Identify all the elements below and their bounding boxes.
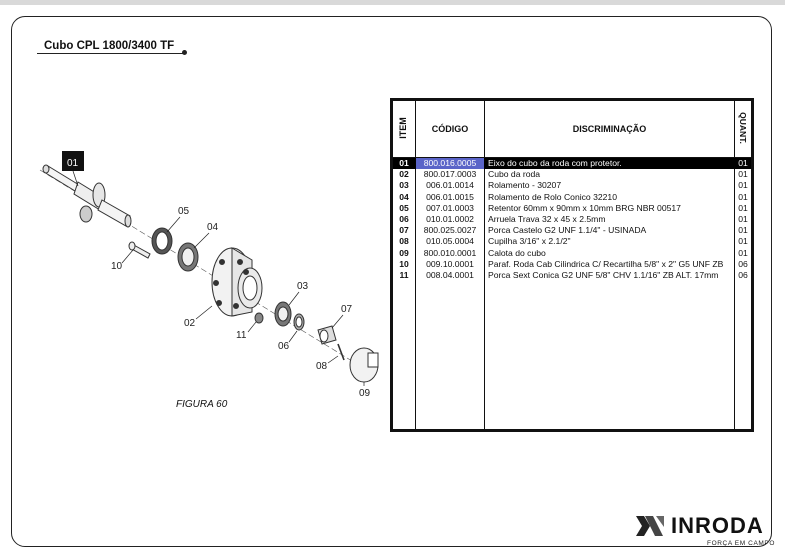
row-item: 05 bbox=[399, 202, 409, 213]
row-quantity: 01 bbox=[738, 236, 748, 247]
row-item: 09 bbox=[399, 247, 409, 258]
washer-part bbox=[293, 313, 305, 331]
brand-mark-icon bbox=[636, 516, 664, 536]
hub-part bbox=[211, 247, 263, 317]
row-description: Retentor 60mm x 90mm x 10mm BRG NBR 0051… bbox=[488, 202, 681, 213]
row-quantity: 01 bbox=[738, 169, 748, 180]
title-dot bbox=[182, 50, 187, 55]
brand-logo: INRODA FORÇA EM CAMPO bbox=[635, 513, 785, 553]
table-row[interactable]: 01 800.016.0005 Eixo do cubo da roda com p… bbox=[393, 158, 751, 170]
col-divider bbox=[734, 157, 735, 432]
row-codigo: 800.016.0005 bbox=[416, 158, 484, 169]
row-description: Cubo da roda bbox=[488, 169, 541, 180]
row-item: 11 bbox=[399, 269, 409, 280]
row-codigo: 006.01.0015 bbox=[426, 191, 474, 202]
row-description: Paraf. Roda Cab Cilindrica C/ Recartilha… bbox=[488, 258, 724, 269]
table-row[interactable]: 08 010.05.0004 Cupilha 3/16" x 2.1/2" 01 bbox=[393, 236, 751, 247]
table-row[interactable]: 11 008.04.0001 Porca Sext Conica G2 UNF 5/… bbox=[393, 270, 751, 281]
row-quantity: 01 bbox=[738, 225, 748, 236]
row-item: 06 bbox=[399, 213, 409, 224]
row-description: Rolamento de Rolo Conico 32210 bbox=[488, 191, 617, 202]
row-item: 10 bbox=[399, 258, 409, 269]
axle-part bbox=[42, 164, 132, 228]
callout-04: 04 bbox=[207, 222, 219, 233]
row-item: 01 bbox=[399, 158, 409, 168]
table-row[interactable]: 02 800.017.0003 Cubo da roda 01 bbox=[393, 169, 751, 180]
parts-table: ITEM CÓDIGO DISCRIMINAÇÃO QUANT. 01 800.0… bbox=[390, 98, 754, 432]
row-item: 07 bbox=[399, 225, 409, 236]
row-item: 04 bbox=[399, 191, 409, 202]
row-quantity: 01 bbox=[738, 202, 748, 213]
callout-08: 08 bbox=[316, 361, 328, 372]
row-quantity: 06 bbox=[738, 269, 748, 280]
row-quantity: 01 bbox=[738, 247, 748, 258]
bearing-part-04 bbox=[177, 242, 199, 272]
row-codigo: 800.025.0027 bbox=[423, 225, 477, 236]
figure-label: FIGURA 60 bbox=[176, 399, 228, 410]
table-row[interactable]: 04 006.01.0015 Rolamento de Rolo Conico 32… bbox=[393, 192, 751, 203]
row-description: Porca Castelo G2 UNF 1.1/4" - USINADA bbox=[488, 225, 647, 236]
callout-box-01 bbox=[62, 151, 84, 171]
row-item: 03 bbox=[399, 180, 409, 191]
callout-11: 11 bbox=[236, 330, 247, 341]
seal-part bbox=[151, 227, 173, 255]
row-codigo: 007.01.0003 bbox=[426, 202, 474, 213]
row-codigo: 800.010.0001 bbox=[423, 247, 477, 258]
row-quantity: 01 bbox=[738, 213, 748, 224]
callout-10: 10 bbox=[111, 261, 123, 272]
row-codigo: 009.10.0001 bbox=[426, 258, 474, 269]
callout-01: 01 bbox=[67, 158, 79, 169]
title-underline bbox=[37, 53, 184, 54]
row-codigo: 010.01.0002 bbox=[426, 213, 474, 224]
col-divider bbox=[415, 157, 416, 432]
table-header: ITEM CÓDIGO DISCRIMINAÇÃO QUANT. bbox=[393, 101, 751, 159]
row-description: Eixo do cubo da roda com protetor. bbox=[488, 158, 622, 168]
table-row[interactable]: 06 010.01.0002 Arruela Trava 32 x 45 x 2.5… bbox=[393, 214, 751, 225]
row-codigo: 010.05.0004 bbox=[426, 236, 474, 247]
top-bar bbox=[0, 0, 785, 5]
cotter-pin-part bbox=[337, 343, 345, 361]
row-quantity: 01 bbox=[738, 191, 748, 202]
row-description: Rolamento - 30207 bbox=[488, 180, 562, 191]
table-row[interactable]: 09 800.010.0001 Calota do cubo 01 bbox=[393, 248, 751, 259]
row-quantity: 01 bbox=[738, 158, 748, 168]
callout-05: 05 bbox=[178, 206, 190, 217]
header-discriminacao: DISCRIMINAÇÃO bbox=[485, 101, 735, 157]
table-row[interactable]: 05 007.01.0003 Retentor 60mm x 90mm x 10mm… bbox=[393, 203, 751, 214]
row-codigo: 800.017.0003 bbox=[423, 169, 477, 180]
row-description: Porca Sext Conica G2 UNF 5/8" CHV 1.1/16… bbox=[488, 269, 719, 280]
table-row[interactable]: 07 800.025.0027 Porca Castelo G2 UNF 1.1/4… bbox=[393, 225, 751, 236]
row-description: Calota do cubo bbox=[488, 247, 546, 258]
callout-07: 07 bbox=[341, 304, 353, 315]
callout-06: 06 bbox=[278, 341, 290, 352]
header-codigo: CÓDIGO bbox=[416, 101, 485, 157]
row-codigo: 008.04.0001 bbox=[426, 269, 474, 280]
col-divider bbox=[484, 157, 485, 432]
bolt-part bbox=[128, 241, 151, 259]
row-quantity: 01 bbox=[738, 180, 748, 191]
table-body: 01 800.016.0005 Eixo do cubo da roda com p… bbox=[393, 158, 751, 281]
callout-02: 02 bbox=[184, 318, 196, 329]
row-quantity: 06 bbox=[738, 258, 748, 269]
row-item: 08 bbox=[399, 236, 409, 247]
header-quant: QUANT. bbox=[738, 112, 748, 144]
hub-cap-part bbox=[349, 347, 379, 383]
page-title: Cubo CPL 1800/3400 TF bbox=[44, 40, 175, 52]
brand-tagline: FORÇA EM CAMPO bbox=[707, 540, 775, 547]
row-description: Cupilha 3/16" x 2.1/2" bbox=[488, 236, 571, 247]
callout-03: 03 bbox=[297, 281, 309, 292]
bearing-part-03 bbox=[274, 301, 292, 327]
table-row[interactable]: 10 009.10.0001 Paraf. Roda Cab Cilindrica … bbox=[393, 259, 751, 270]
page-frame bbox=[11, 16, 772, 547]
brand-name: INRODA bbox=[671, 513, 764, 538]
castle-nut-part bbox=[317, 325, 337, 345]
row-description: Arruela Trava 32 x 45 x 2.5mm bbox=[488, 213, 606, 224]
table-row[interactable]: 03 006.01.0014 Rolamento - 30207 01 bbox=[393, 180, 751, 191]
callout-09: 09 bbox=[359, 388, 371, 399]
row-item: 02 bbox=[399, 169, 409, 180]
header-item: ITEM bbox=[393, 101, 416, 157]
nut-part-11 bbox=[254, 312, 264, 324]
row-codigo: 006.01.0014 bbox=[426, 180, 474, 191]
